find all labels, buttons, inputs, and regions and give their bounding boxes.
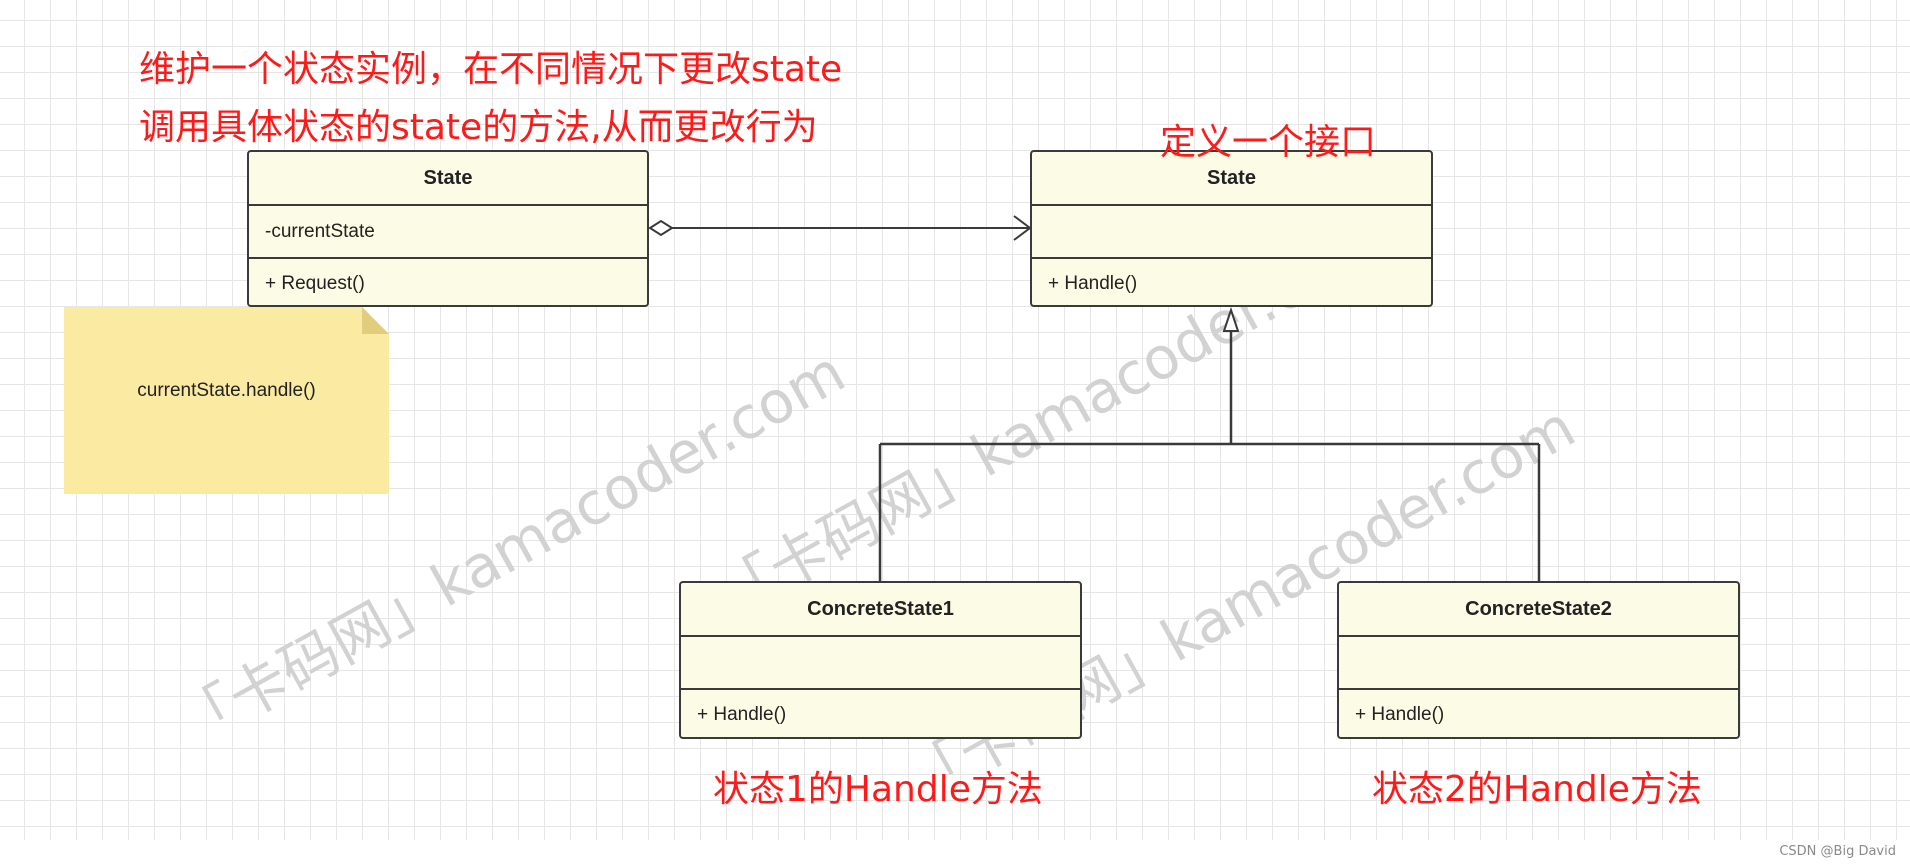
concrete-state1-annotation: 状态1的Handle方法 [713, 769, 1043, 810]
context-annotation-line2: 调用具体状态的state的方法,从而更改行为 [139, 107, 818, 148]
class-concrete-state1: ConcreteState1 + Handle() [679, 581, 1082, 739]
class-name: ConcreteState2 [1339, 583, 1738, 637]
diagram-canvas [0, 0, 1910, 840]
class-attribute: -currentState [249, 206, 647, 259]
class-operation: + Request() [265, 273, 365, 294]
note-text: currentState.handle() [137, 380, 316, 401]
class-attribute [681, 637, 1080, 690]
concrete-state2-annotation: 状态2的Handle方法 [1372, 769, 1702, 810]
context-annotation-line1: 维护一个状态实例，在不同情况下更改state [139, 49, 843, 90]
class-name: State [249, 152, 647, 206]
class-name: State [1032, 152, 1431, 206]
class-concrete-state2: ConcreteState2 + Handle() [1337, 581, 1740, 739]
class-attribute [1032, 206, 1431, 259]
aggregation-diamond [648, 219, 674, 237]
class-operation: + Handle() [1355, 704, 1445, 725]
class-attribute [1339, 637, 1738, 690]
class-name: ConcreteState1 [681, 583, 1080, 637]
interface-annotation: 定义一个接口 [1160, 122, 1377, 163]
uml-note [64, 307, 389, 494]
footer-credit: CSDN @Big David [1779, 844, 1896, 859]
class-state-interface: State + Handle() [1030, 150, 1433, 307]
class-context-state: State -currentState + Request() [247, 150, 649, 307]
generalization-arrowhead [1222, 306, 1240, 332]
class-operation: + Handle() [697, 704, 787, 725]
class-operation: + Handle() [1048, 273, 1138, 294]
